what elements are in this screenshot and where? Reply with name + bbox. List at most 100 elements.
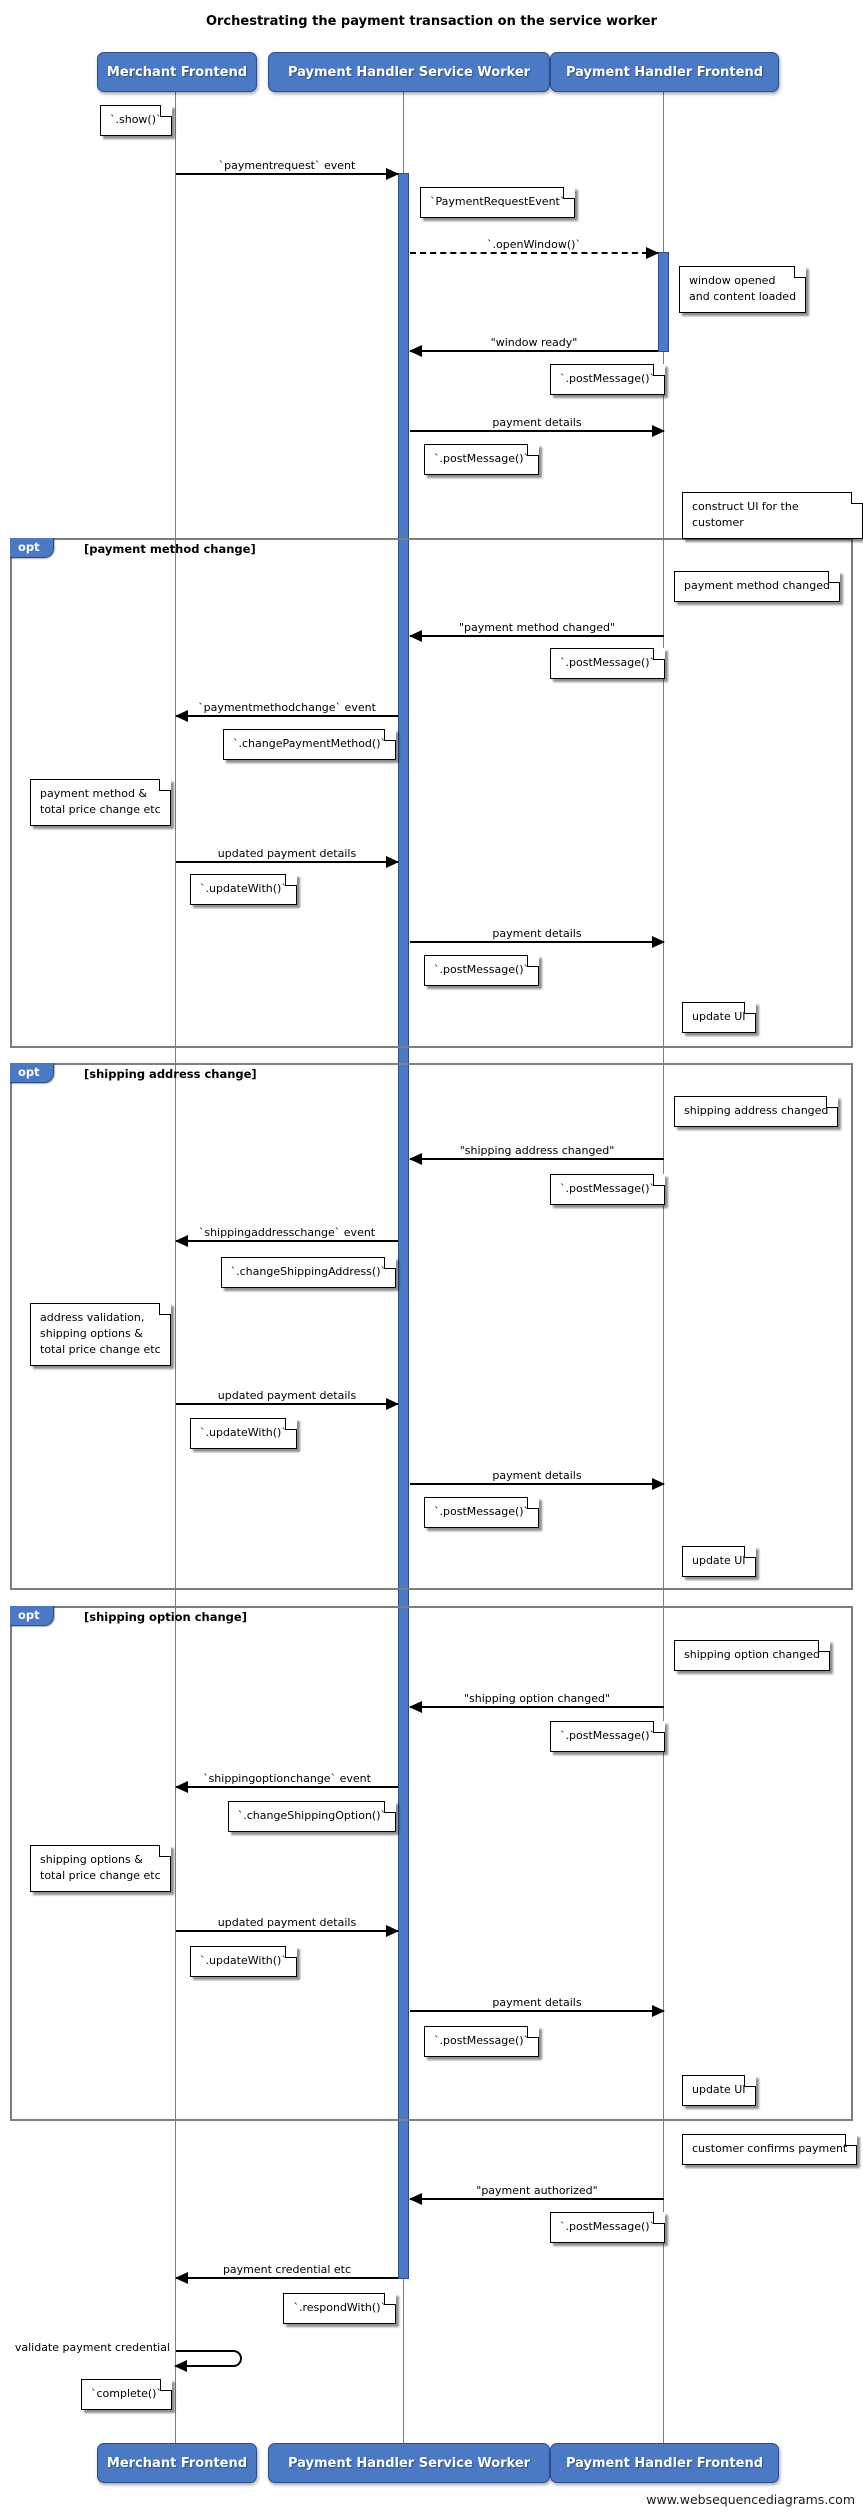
- message-window-ready: "window ready": [409, 326, 658, 357]
- message-payment-details-1: payment details: [410, 406, 665, 437]
- opt-frame-payment-method-change: opt [payment method change]: [10, 538, 853, 1048]
- arrowhead-icon: [652, 2005, 665, 2017]
- note-post-message-9: `.postMessage()`: [550, 2212, 666, 2243]
- diagram-title: Orchestrating the payment transaction on…: [205, 14, 658, 29]
- arrowhead-icon: [386, 168, 399, 180]
- note-update-ui-3: update UI: [682, 2075, 756, 2106]
- note-payment-method-changed: payment method changed: [674, 571, 840, 602]
- message-shippingaddresschange-event: `shippingaddresschange` event: [175, 1216, 398, 1247]
- note-change-shipping-option: `.changeShippingOption()`: [227, 1801, 397, 1832]
- message-payment-method-changed: "payment method changed": [409, 611, 664, 642]
- note-post-message-4: `.postMessage()`: [424, 955, 540, 986]
- message-label: updated payment details: [217, 1389, 357, 1402]
- message-label: `.openWindow()`: [487, 238, 581, 251]
- message-label: payment details: [492, 1996, 582, 2009]
- arrowhead-icon: [409, 1153, 422, 1165]
- opt-frame-shipping-address-change: opt [shipping address change]: [10, 1063, 853, 1590]
- arrowhead-icon: [409, 345, 422, 357]
- opt-frame-shipping-option-change: opt [shipping option change]: [10, 1606, 853, 2121]
- note-update-ui-1: update UI: [682, 1002, 756, 1033]
- note-update-with-2: `.updateWith()`: [190, 1418, 297, 1449]
- note-update-with-1: `.updateWith()`: [190, 874, 297, 905]
- opt-keyword: opt: [10, 538, 54, 558]
- arrowhead-icon: [386, 1398, 399, 1410]
- opt-condition: [shipping option change]: [84, 1610, 247, 1624]
- message-label: payment credential etc: [222, 2263, 352, 2276]
- note-shipping-options-total-price: shipping options & total price change et…: [30, 1845, 171, 1892]
- actor-payment-handler-frontend-bottom: Payment Handler Frontend: [550, 2443, 779, 2483]
- message-payment-details-2: payment details: [410, 917, 665, 948]
- actor-service-worker-top: Payment Handler Service Worker: [268, 52, 550, 92]
- message-label: "payment authorized": [476, 2184, 598, 2197]
- arrowhead-icon: [175, 1781, 188, 1793]
- note-post-message-2: `.postMessage()`: [424, 444, 540, 475]
- arrowhead-icon: [652, 425, 665, 437]
- arrowhead-icon: [652, 1478, 665, 1490]
- actor-payment-handler-frontend-top: Payment Handler Frontend: [550, 52, 779, 92]
- note-post-message-7: `.postMessage()`: [550, 1721, 666, 1752]
- note-change-payment-method: `.changePaymentMethod()`: [223, 729, 396, 760]
- arrowhead-icon: [409, 2193, 422, 2205]
- lifeline-merchant-frontend: [175, 92, 176, 2443]
- opt-condition: [shipping address change]: [84, 1067, 257, 1081]
- note-update-ui-2: update UI: [682, 1546, 756, 1577]
- activation-bar-frontend: [658, 252, 669, 352]
- message-label: `paymentrequest` event: [218, 159, 356, 172]
- arrowhead-icon: [175, 2272, 188, 2284]
- message-shippingoptionchange-event: `shippingoptionchange` event: [175, 1762, 398, 1793]
- note-respond-with: `.respondWith()`: [283, 2293, 396, 2324]
- arrowhead-icon: [409, 1701, 422, 1713]
- arrowhead-icon: [174, 2360, 187, 2372]
- watermark: www.websequencediagrams.com: [646, 2492, 855, 2507]
- note-show: `.show()`: [100, 105, 172, 136]
- note-post-message-6: `.postMessage()`: [424, 1497, 540, 1528]
- note-customer-confirms: customer confirms payment: [682, 2134, 858, 2165]
- actor-merchant-frontend-top: Merchant Frontend: [97, 52, 257, 92]
- arrowhead-icon: [646, 247, 659, 259]
- arrowhead-icon: [175, 710, 188, 722]
- message-label: payment details: [492, 927, 582, 940]
- message-label: `shippingoptionchange` event: [203, 1772, 371, 1785]
- message-updated-payment-details-3: updated payment details: [176, 1906, 399, 1937]
- message-label: payment details: [492, 1469, 582, 1482]
- note-post-message-3: `.postMessage()`: [550, 648, 666, 679]
- message-label: `paymentmethodchange` event: [198, 701, 376, 714]
- note-complete: `complete()`: [81, 2379, 172, 2410]
- message-label: "shipping option changed": [463, 1692, 611, 1705]
- message-label: "shipping address changed": [459, 1144, 615, 1157]
- message-payment-details-4: payment details: [410, 1986, 665, 2017]
- activation-bar-service-worker: [398, 173, 409, 2279]
- message-payment-authorized: "payment authorized": [409, 2174, 664, 2205]
- opt-condition: [payment method change]: [84, 542, 256, 556]
- note-update-with-3: `.updateWith()`: [190, 1946, 297, 1977]
- message-label: updated payment details: [217, 847, 357, 860]
- note-address-validation: address validation, shipping options & t…: [30, 1303, 171, 1366]
- message-label: "window ready": [490, 336, 578, 349]
- message-shipping-address-changed: "shipping address changed": [409, 1134, 664, 1165]
- actor-service-worker-bottom: Payment Handler Service Worker: [268, 2443, 550, 2483]
- note-change-shipping-address: `.changeShippingAddress()`: [220, 1257, 397, 1288]
- arrowhead-icon: [652, 936, 665, 948]
- message-payment-credential-etc: payment credential etc: [175, 2253, 398, 2284]
- message-payment-details-3: payment details: [410, 1459, 665, 1490]
- message-open-window: `.openWindow()`: [410, 228, 659, 259]
- note-post-message-1: `.postMessage()`: [550, 364, 666, 395]
- note-post-message-5: `.postMessage()`: [550, 1174, 666, 1205]
- note-shipping-option-changed: shipping option changed: [674, 1640, 830, 1671]
- arrowhead-icon: [386, 1925, 399, 1937]
- arrowhead-icon: [386, 856, 399, 868]
- opt-keyword: opt: [10, 1606, 54, 1626]
- actor-merchant-frontend-bottom: Merchant Frontend: [97, 2443, 257, 2483]
- message-label: `shippingaddresschange` event: [198, 1226, 376, 1239]
- message-updated-payment-details-1: updated payment details: [176, 837, 399, 868]
- lifeline-payment-handler-frontend: [663, 92, 664, 2443]
- self-message-label: validate payment credential: [14, 2341, 170, 2354]
- note-shipping-address-changed: shipping address changed: [674, 1096, 839, 1127]
- message-label: payment details: [492, 416, 582, 429]
- message-updated-payment-details-2: updated payment details: [176, 1379, 399, 1410]
- note-post-message-8: `.postMessage()`: [424, 2026, 540, 2057]
- message-shipping-option-changed: "shipping option changed": [409, 1682, 664, 1713]
- note-payment-request-event: `PaymentRequestEvent`: [420, 187, 576, 218]
- message-paymentrequest-event: `paymentrequest` event: [176, 149, 399, 180]
